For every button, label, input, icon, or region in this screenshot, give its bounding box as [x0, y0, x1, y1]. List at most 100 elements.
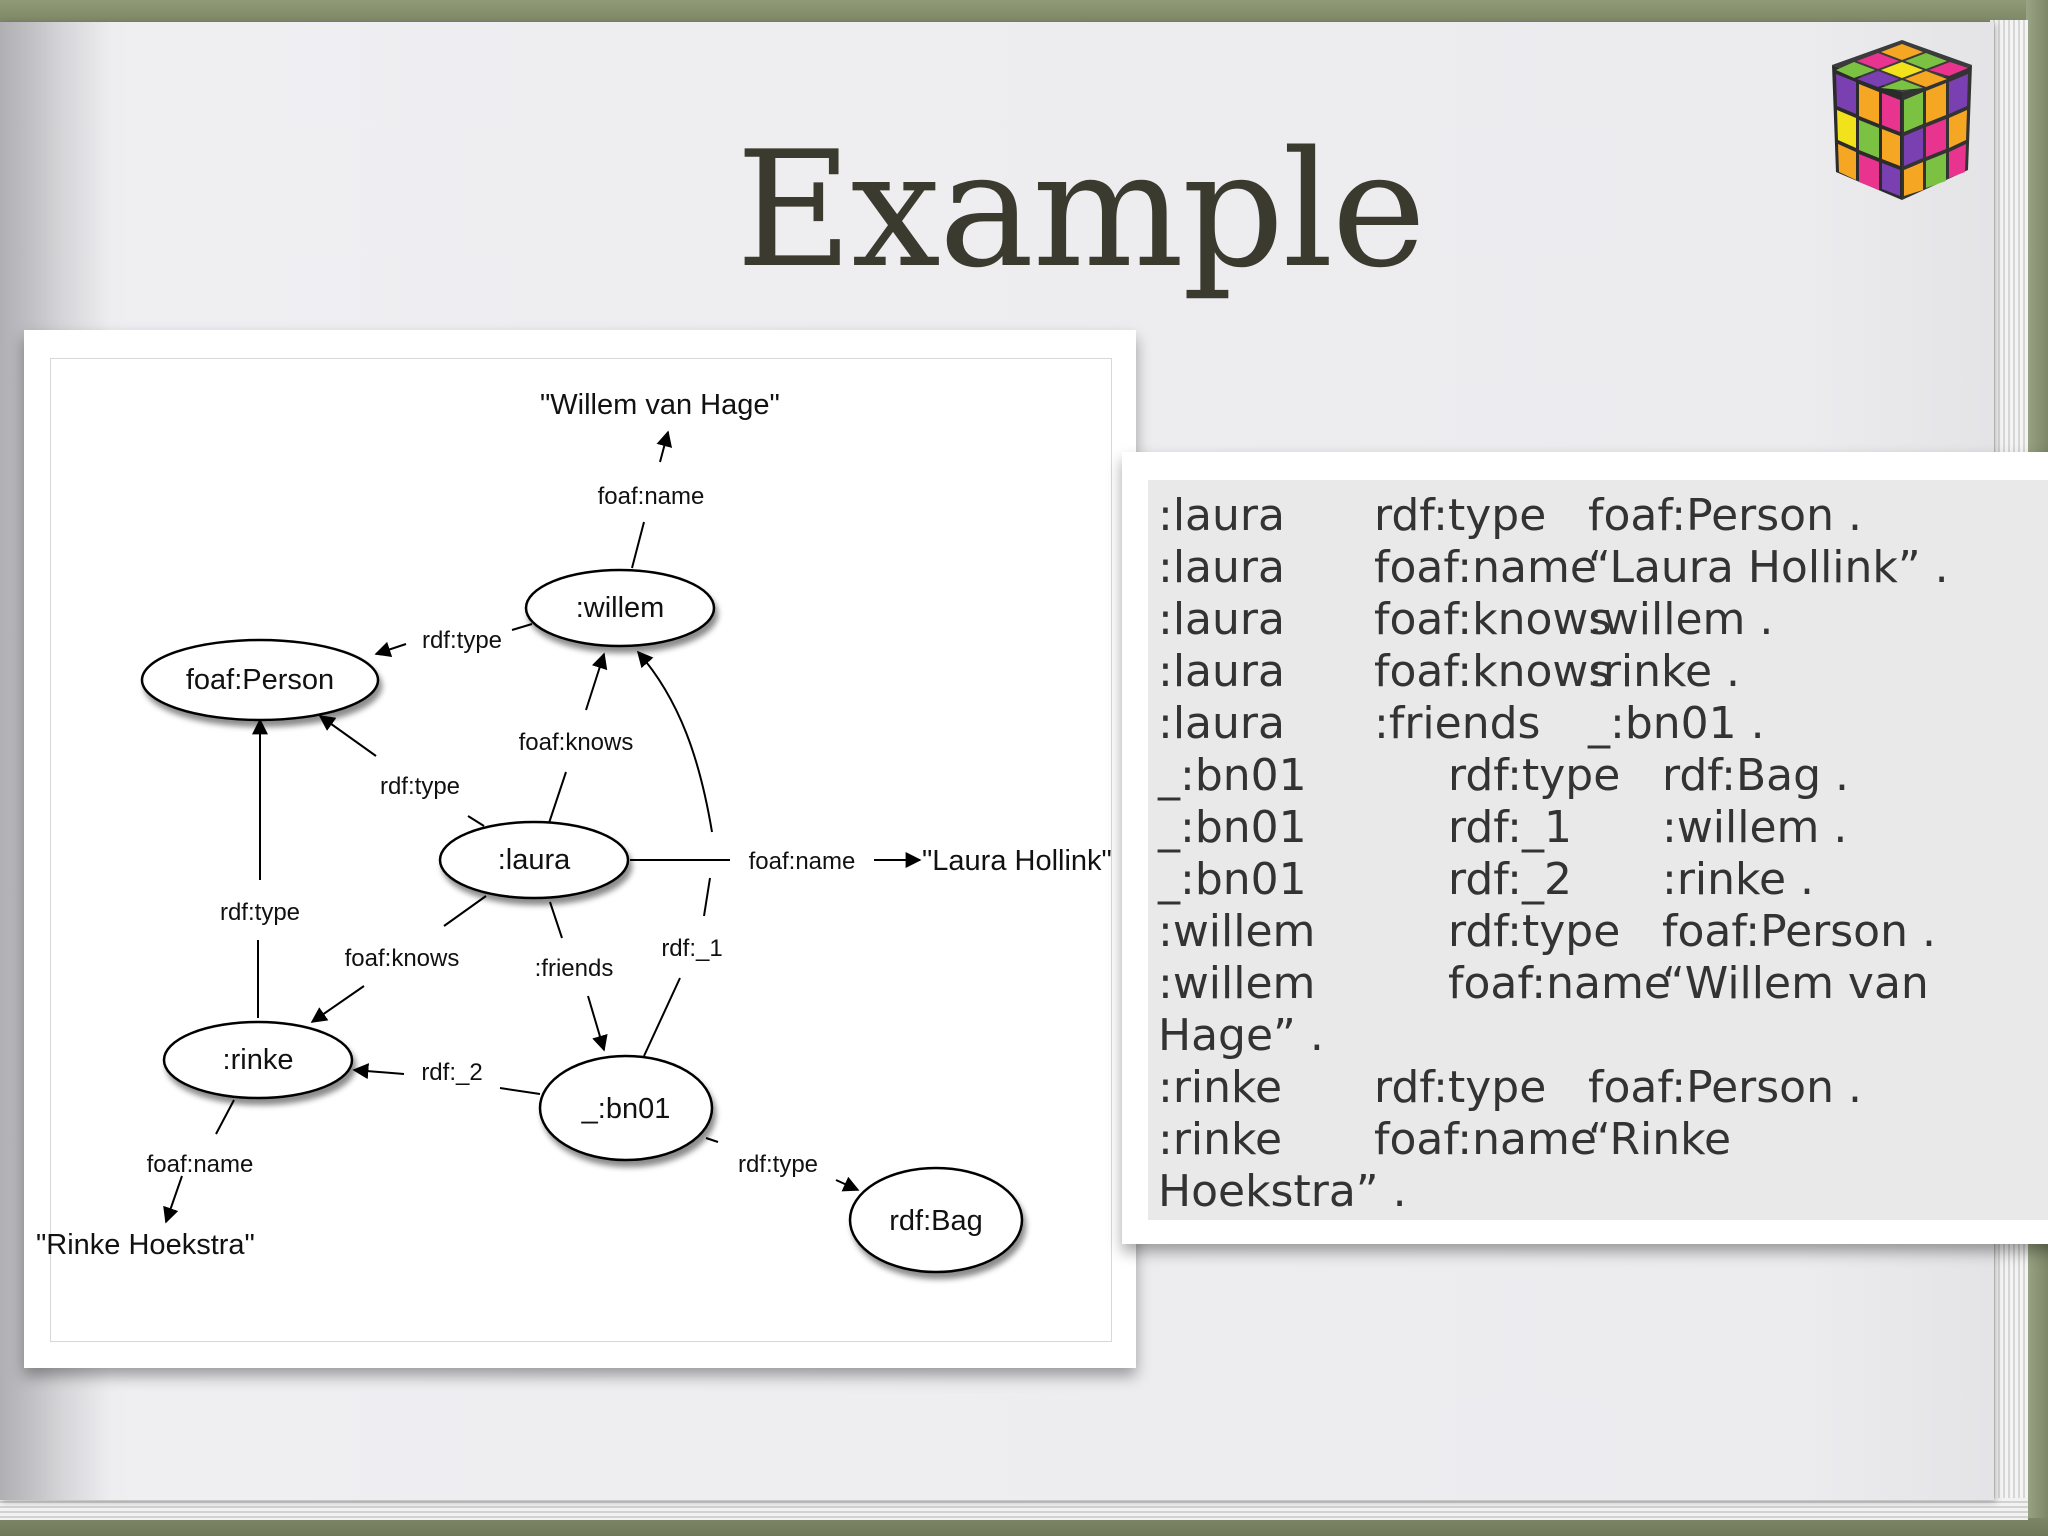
edge-laura-knows-willem-lower: [547, 771, 567, 827]
triple-predicate: rdf:type: [1374, 1062, 1547, 1113]
triple-subject: :rinke: [1158, 1062, 1283, 1113]
edge-bn01-2-left: [352, 1063, 405, 1080]
edge-rinke-name-lower: [163, 1175, 183, 1224]
edge-bn01-1-middle: [703, 877, 711, 917]
node-labels: :willem foaf:Person :laura :rinke _:bn01…: [186, 592, 983, 1237]
node-willem-label: :willem: [576, 592, 665, 624]
edge-label-laura-type: rdf:type: [380, 773, 460, 800]
triple-object: :rinke .: [1588, 646, 1740, 697]
edge-laura-knows-willem-upper: [585, 652, 608, 711]
triple-line: Hoekstra” .: [1158, 1166, 2048, 1218]
frame-bottom: [0, 1518, 2048, 1536]
triple-object: “Laura Hollink” .: [1588, 542, 1949, 593]
triple-predicate: rdf:_2: [1448, 854, 1572, 905]
node-bn01-label: _:bn01: [581, 1093, 671, 1125]
node-laura-label: :laura: [498, 844, 571, 876]
triple-subject: :willem: [1158, 906, 1316, 957]
triple-object: _:bn01 .: [1588, 698, 1765, 749]
triple-subject: Hage” .: [1158, 1010, 1324, 1061]
edge-laura-friends-upper: [549, 901, 563, 939]
triple-object: :willem .: [1662, 802, 1848, 853]
triple-object: foaf:Person .: [1588, 490, 1862, 541]
triple-predicate: :friends: [1374, 698, 1541, 749]
triple-line: :laura :friends _:bn01 .: [1158, 698, 2048, 750]
graph-nodes: [140, 568, 1024, 1274]
literal-rinke-name: "Rinke Hoekstra": [36, 1229, 255, 1261]
triple-line: :laura foaf:name“Laura Hollink” .: [1158, 542, 2048, 594]
triple-subject: :laura: [1158, 698, 1285, 749]
page-stack-bottom: [0, 1498, 2028, 1520]
triple-object: :willem .: [1588, 594, 1774, 645]
edge-willem-name-upper: [656, 430, 673, 463]
edge-label-bn01-2: rdf:_2: [421, 1059, 482, 1086]
cube-logo: [1832, 40, 1972, 200]
node-laura: [438, 820, 630, 900]
edge-label-willem-name: foaf:name: [598, 483, 705, 510]
node-bn01: [538, 1054, 714, 1162]
edge-laura-type-lower: [467, 815, 485, 827]
triple-subject: _:bn01: [1158, 854, 1307, 905]
frame-top: [0, 0, 2048, 22]
triple-predicate: foaf:name: [1448, 958, 1671, 1009]
edge-label-laura-knows-rinke: foaf:knows: [345, 945, 460, 972]
edge-laura-type-upper: [318, 715, 377, 757]
triple-line: Hage” .: [1158, 1010, 2048, 1062]
triples-list: :laura rdf:type foaf:Person . :laura foaf:na…: [1148, 480, 2048, 1220]
triple-object: :rinke .: [1662, 854, 1814, 905]
literal-labels: "Willem van Hage" "Laura Hollink" "Rinke…: [36, 389, 1112, 1261]
triple-predicate: foaf:knows: [1374, 646, 1612, 697]
edge-willem-type-b: [374, 641, 407, 658]
node-rdf-bag: [848, 1166, 1024, 1274]
triple-predicate: rdf:_1: [1448, 802, 1572, 853]
literal-willem-name: "Willem van Hage": [540, 389, 780, 421]
triple-predicate: foaf:knows: [1374, 594, 1612, 645]
edge-laura-knows-rinke-lower: [310, 985, 365, 1023]
node-rinke-label: :rinke: [223, 1044, 294, 1076]
node-rinke: [162, 1020, 354, 1100]
edge-label-laura-friends: :friends: [535, 955, 614, 982]
edge-bn01-type-b: [835, 1176, 860, 1192]
triple-line: :laura rdf:type foaf:Person .: [1158, 490, 2048, 542]
slide-title: Example: [735, 116, 1426, 303]
node-foaf-person: [140, 638, 380, 722]
literal-laura-name: "Laura Hollink": [922, 845, 1112, 877]
edge-bn01-1-lower: [643, 977, 681, 1057]
edge-label-laura-name: foaf:name: [749, 848, 856, 875]
edge-bn01-type-a: [705, 1137, 719, 1143]
triple-subject: Hoekstra” .: [1158, 1166, 1407, 1217]
graph-edges: [163, 430, 922, 1224]
edge-label-rinke-name: foaf:name: [147, 1151, 254, 1178]
edge-willem-type-a: [511, 623, 533, 631]
triple-subject: :willem: [1158, 958, 1316, 1009]
node-rdf-bag-label: rdf:Bag: [889, 1205, 983, 1237]
triple-line: :willem rdf:type foaf:Person .: [1158, 906, 2048, 958]
triple-object: foaf:Person .: [1662, 906, 1936, 957]
edge-bn01-2-right: [499, 1087, 541, 1095]
triple-subject: :rinke: [1158, 1114, 1283, 1165]
edge-laura-friends-lower: [587, 995, 608, 1052]
triple-predicate: foaf:name: [1374, 542, 1597, 593]
triple-subject: :laura: [1158, 490, 1285, 541]
triple-line: :laura foaf:knows:rinke .: [1158, 646, 2048, 698]
triple-subject: _:bn01: [1158, 750, 1307, 801]
edge-label-bn01-type: rdf:type: [738, 1151, 818, 1178]
triple-subject: :laura: [1158, 646, 1285, 697]
edge-label-willem-type: rdf:type: [422, 627, 502, 654]
triple-predicate: rdf:type: [1374, 490, 1547, 541]
triple-predicate: foaf:name: [1374, 1114, 1597, 1165]
triple-line: _:bn01 rdf:_2 :rinke .: [1158, 854, 2048, 906]
triple-predicate: rdf:type: [1448, 750, 1621, 801]
node-foaf-person-label: foaf:Person: [186, 664, 334, 696]
edge-label-rinke-type: rdf:type: [220, 899, 300, 926]
triple-object: “Willem van: [1662, 958, 1929, 1009]
rdf-graph-diagram: :willem foaf:Person :laura :rinke _:bn01…: [36, 389, 1112, 1274]
triple-predicate: rdf:type: [1448, 906, 1621, 957]
edge-rinke-name-upper: [215, 1099, 235, 1135]
edge-label-bn01-1: rdf:_1: [661, 935, 722, 962]
node-willem: [524, 568, 716, 648]
triple-subject: :laura: [1158, 542, 1285, 593]
